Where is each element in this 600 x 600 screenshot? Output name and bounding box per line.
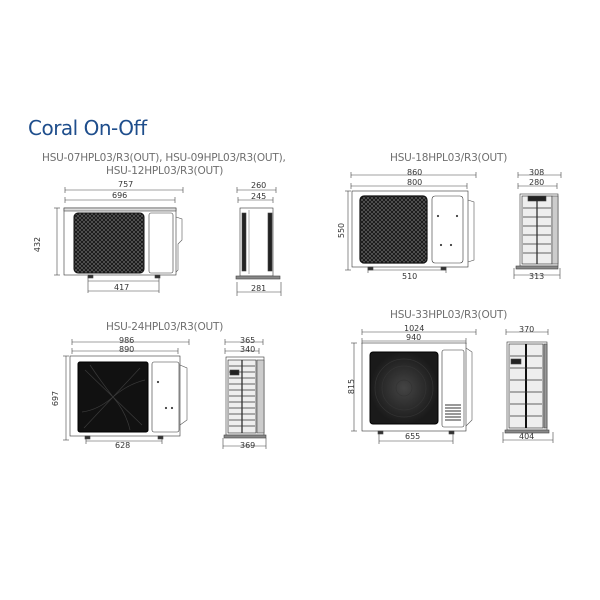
dim-side-base: 281 bbox=[251, 284, 267, 293]
dim-side-top-inner: 340 bbox=[240, 345, 256, 354]
dim-body-width: 890 bbox=[119, 345, 135, 354]
dim-foot-spacing: 655 bbox=[405, 432, 421, 441]
dim-overall-width: 986 bbox=[119, 336, 135, 345]
page-title: Coral On-Off bbox=[28, 116, 147, 140]
dim-side-top-outer: 370 bbox=[519, 325, 535, 334]
unit3-front-view bbox=[63, 339, 190, 444]
dim-side-base: 369 bbox=[240, 441, 256, 450]
dim-side-top-inner: 280 bbox=[529, 178, 545, 187]
dim-body-width: 696 bbox=[112, 191, 128, 200]
dim-body-width: 800 bbox=[407, 178, 423, 187]
unit2-front-view bbox=[345, 172, 477, 273]
dim-side-base: 313 bbox=[529, 272, 545, 281]
dim-overall-width: 1024 bbox=[404, 324, 425, 333]
model-label-unit4: HSU-33HPL03/R3(OUT) bbox=[390, 309, 508, 321]
dim-side-top-outer: 260 bbox=[251, 181, 267, 190]
unit4-front-view bbox=[351, 329, 477, 444]
unit1-side-view bbox=[235, 187, 282, 296]
dim-foot-spacing: 628 bbox=[115, 441, 131, 450]
unit1-front-view bbox=[54, 187, 184, 293]
model-label-unit1-line2: HSU-12HPL03/R3(OUT) bbox=[106, 165, 224, 177]
model-label-unit3: HSU-24HPL03/R3(OUT) bbox=[106, 321, 224, 333]
model-label-unit1: HSU-07HPL03/R3(OUT), HSU-09HPL03/R3(OUT)… bbox=[42, 152, 286, 164]
dim-overall-width: 757 bbox=[118, 180, 134, 189]
dim-overall-width: 860 bbox=[407, 168, 423, 177]
unit4-side-view bbox=[502, 329, 554, 443]
unit2-side-view bbox=[513, 172, 562, 279]
dim-side-top-outer: 308 bbox=[529, 168, 545, 177]
unit3-side-view bbox=[222, 339, 267, 449]
dim-side-top-inner: 245 bbox=[251, 192, 267, 201]
dim-foot-spacing: 417 bbox=[114, 283, 130, 292]
dim-foot-spacing: 510 bbox=[402, 272, 418, 281]
model-label-unit2: HSU-18HPL03/R3(OUT) bbox=[390, 152, 508, 164]
dim-side-top-outer: 365 bbox=[240, 336, 256, 345]
dim-side-base: 404 bbox=[519, 432, 535, 441]
dim-body-width: 940 bbox=[406, 333, 422, 342]
